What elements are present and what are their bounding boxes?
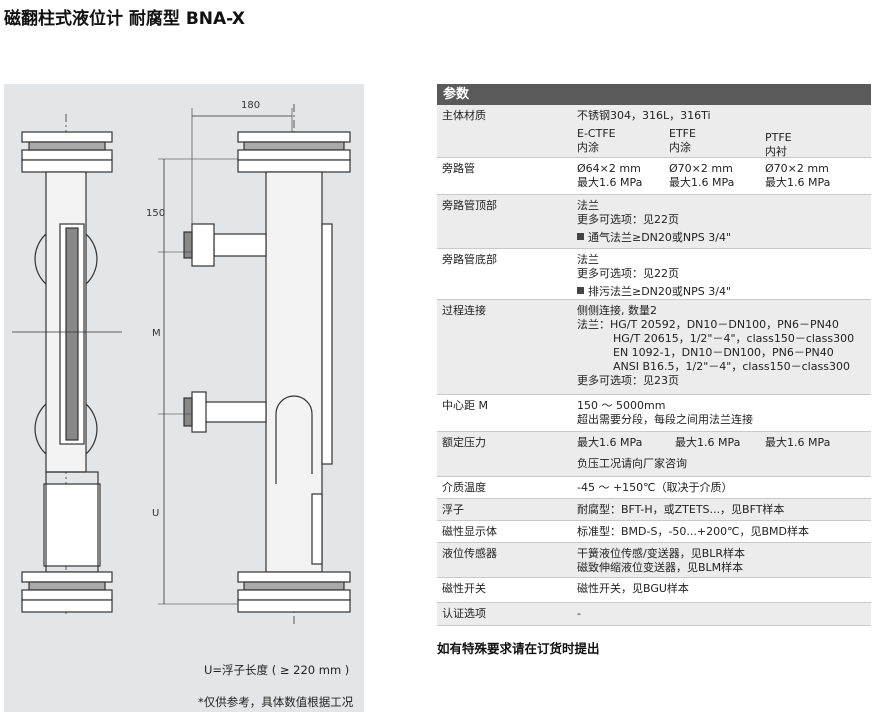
row-display: 磁性显示体 标准型：BMD-S，-50...+200℃，见BMD样本 <box>437 521 871 543</box>
dim-150-label: 150 <box>146 208 165 219</box>
bullet-square-icon <box>577 287 584 294</box>
row-label: 主体材质 <box>442 109 486 122</box>
table-header: 参数 <box>437 84 871 105</box>
row-top: 旁路管顶部 法兰 更多可选项：见22页 通气法兰≥DN20或NPS 3/4" <box>437 195 871 249</box>
special-request-note: 如有特殊要求请在订货时提出 <box>437 641 600 656</box>
row-sensor: 液位传感器 干簧液位传感/变送器，见BLR样本 磁致伸缩液位变送器，见BLM样本 <box>437 543 871 578</box>
parameter-table: 参数 主体材质 不锈钢304，316L，316Ti E-CTFE 内涂 ETFE… <box>437 84 871 626</box>
technical-drawing: 180 150 M U <box>4 84 364 712</box>
page-title: 磁翻柱式液位计 耐腐型 BNA-X <box>4 9 245 29</box>
row-center-distance: 中心距 M 150 ～ 5000mm 超出需要分段，每段之间用法兰连接 <box>437 395 871 432</box>
drawing-svg: 180 150 M U <box>12 100 351 624</box>
dim-u-label: U <box>152 508 159 519</box>
row-material: 主体材质 不锈钢304，316L，316Ti E-CTFE 内涂 ETFE 内涂… <box>437 105 871 158</box>
row-pressure: 额定压力 最大1.6 MPa 最大1.6 MPa 最大1.6 MPa 负压工况请… <box>437 432 871 477</box>
row-certification: 认证选项 - <box>437 603 871 626</box>
row-process: 过程连接 侧侧连接, 数量2 法兰：HG/T 20592，DN10－DN100，… <box>437 300 871 395</box>
dim-width-label: 180 <box>241 100 260 111</box>
dim-m-label: M <box>152 328 161 339</box>
row-switch: 磁性开关 磁性开关，见BGU样本 <box>437 578 871 603</box>
row-temperature: 介质温度 -45 ～ +150℃（取决于介质） <box>437 477 871 499</box>
row-float: 浮子 耐腐型：BFT-H，或ZTETS...，见BFT样本 <box>437 499 871 521</box>
bullet-square-icon <box>577 233 584 240</box>
reference-caption: *仅供参考，具体数值根据工况 <box>198 695 354 709</box>
float-length-caption: U=浮子长度 ( ≥ 220 mm ) <box>204 663 350 677</box>
row-bottom: 旁路管底部 法兰 更多可选项：见22页 排污法兰≥DN20或NPS 3/4" <box>437 249 871 300</box>
